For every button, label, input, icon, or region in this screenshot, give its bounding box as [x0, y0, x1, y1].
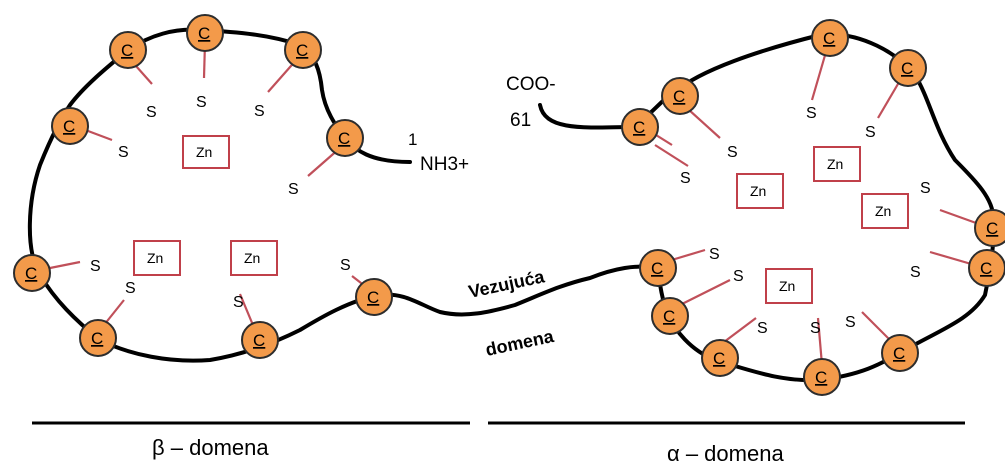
- cysteine-residue: C: [284, 31, 322, 69]
- beta-zinc-ions: Zn Zn Zn: [133, 135, 278, 276]
- sulfur-atom: S: [806, 105, 817, 122]
- alpha-sulfurs: S S S S S S S S S S S: [680, 105, 931, 337]
- svg-text:C: C: [121, 41, 133, 60]
- svg-text:Zn: Zn: [244, 250, 260, 266]
- beta-domain-label: β – domena: [152, 435, 269, 460]
- alpha-domain-label: α – domena: [667, 441, 784, 463]
- sulfur-atom: S: [757, 320, 768, 337]
- c-terminus-label: COO-: [506, 74, 556, 95]
- svg-text:C: C: [980, 259, 992, 278]
- svg-text:Zn: Zn: [875, 203, 891, 219]
- svg-text:C: C: [673, 87, 685, 106]
- beta-cysteines: C C C C C C C C C: [13, 14, 393, 359]
- svg-text:Zn: Zn: [147, 250, 163, 266]
- sulfur-atom: S: [146, 104, 157, 121]
- cysteine-residue: C: [881, 334, 919, 372]
- cysteine-residue: C: [355, 278, 393, 316]
- svg-text:C: C: [633, 118, 645, 137]
- zinc-ion: Zn: [736, 173, 784, 209]
- sulfur-atom: S: [910, 264, 921, 281]
- svg-text:C: C: [663, 307, 675, 326]
- svg-text:C: C: [253, 331, 265, 350]
- svg-text:C: C: [63, 117, 75, 136]
- sulfur-atom: S: [90, 258, 101, 275]
- sulfur-atom: S: [733, 268, 744, 285]
- sulfur-atom: S: [845, 314, 856, 331]
- beta-sulfurs: S S S S S S S S S: [90, 94, 351, 311]
- svg-text:C: C: [823, 29, 835, 48]
- sulfur-atom: S: [680, 170, 691, 187]
- svg-text:C: C: [986, 219, 998, 238]
- cysteine-residue: C: [803, 358, 841, 396]
- svg-text:C: C: [367, 288, 379, 307]
- svg-text:C: C: [651, 259, 663, 278]
- zinc-ion: Zn: [861, 193, 909, 229]
- cysteine-residue: C: [241, 321, 279, 359]
- cysteine-residue: C: [639, 249, 677, 287]
- cysteine-residue: C: [811, 19, 849, 57]
- zinc-ion: Zn: [765, 268, 813, 304]
- sulfur-atom: S: [288, 181, 299, 198]
- svg-text:Zn: Zn: [827, 156, 843, 172]
- sulfur-atom: S: [865, 124, 876, 141]
- sulfur-atom: S: [340, 257, 351, 274]
- svg-text:Zn: Zn: [779, 278, 795, 294]
- sulfur-atom: S: [709, 246, 720, 263]
- zinc-ion: Zn: [230, 240, 278, 276]
- svg-text:Zn: Zn: [196, 144, 212, 160]
- cysteine-residue: C: [186, 14, 224, 52]
- cysteine-residue: C: [651, 297, 689, 335]
- svg-text:C: C: [296, 41, 308, 60]
- cysteine-residue: C: [701, 339, 739, 377]
- svg-text:C: C: [901, 59, 913, 78]
- sulfur-atom: S: [810, 320, 821, 337]
- cysteine-residue: C: [79, 319, 117, 357]
- cysteine-residue: C: [13, 254, 51, 292]
- linker-label-line2: domena: [484, 326, 557, 360]
- sulfur-atom: S: [254, 103, 265, 120]
- cysteine-residue: C: [974, 209, 1005, 247]
- cysteine-residue: C: [968, 249, 1005, 287]
- zinc-ion: Zn: [133, 240, 181, 276]
- cysteine-residue: C: [51, 107, 89, 145]
- cysteine-residue: C: [621, 108, 659, 146]
- c-terminus-number: 61: [510, 110, 531, 131]
- cysteine-residue: C: [661, 77, 699, 115]
- svg-text:C: C: [198, 24, 210, 43]
- sulfur-atom: S: [196, 94, 207, 111]
- n-terminus-label: NH3+: [420, 154, 469, 175]
- svg-text:C: C: [815, 368, 827, 387]
- sulfur-atom: S: [125, 280, 136, 297]
- alpha-zinc-ions: Zn Zn Zn Zn: [736, 146, 909, 304]
- cysteine-residue: C: [326, 119, 364, 157]
- cysteine-residue: C: [889, 49, 927, 87]
- zinc-ion: Zn: [813, 146, 861, 182]
- svg-text:C: C: [338, 129, 350, 148]
- zinc-ion: Zn: [182, 135, 230, 169]
- sulfur-atom: S: [233, 294, 244, 311]
- cysteine-residue: C: [109, 31, 147, 69]
- alpha-cysteines: C C C C C C C C C C C: [621, 19, 1005, 396]
- sulfur-atom: S: [118, 144, 129, 161]
- svg-text:Zn: Zn: [750, 183, 766, 199]
- n-terminus-number: 1: [408, 130, 417, 149]
- sulfur-atom: S: [727, 144, 738, 161]
- svg-text:C: C: [25, 264, 37, 283]
- svg-text:C: C: [893, 344, 905, 363]
- svg-text:C: C: [713, 349, 725, 368]
- sulfur-atom: S: [920, 180, 931, 197]
- svg-text:C: C: [91, 329, 103, 348]
